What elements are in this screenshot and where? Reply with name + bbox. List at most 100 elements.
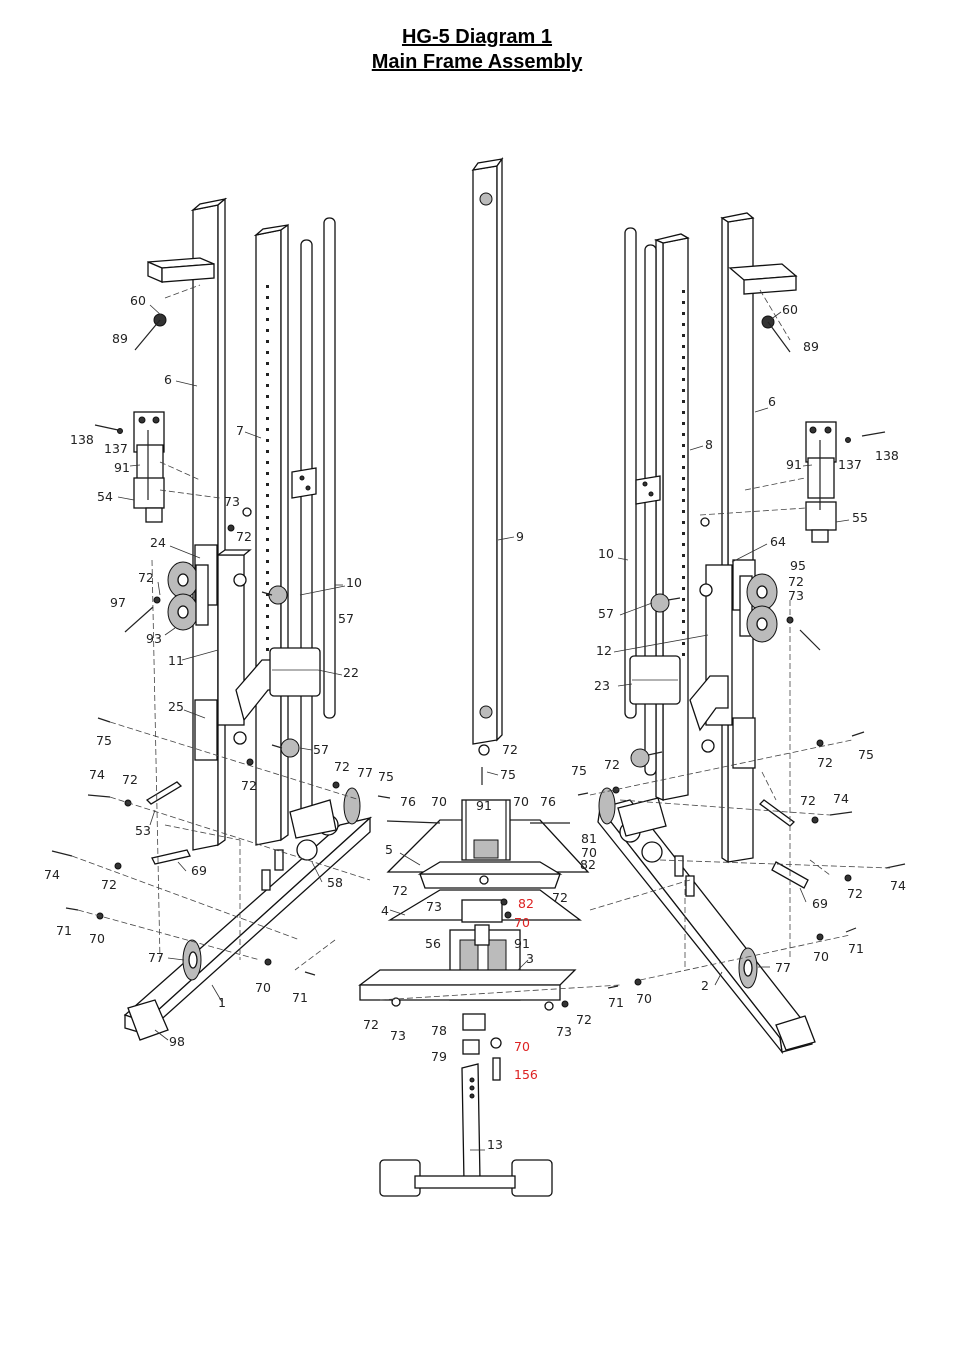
part-label-l70h: 70: [813, 949, 829, 964]
adjust-hole: [266, 637, 269, 640]
right-hardware: [577, 315, 906, 989]
adjust-hole: [266, 505, 269, 508]
part-label-l57c: 57: [598, 606, 614, 621]
right-pulley-95: [739, 573, 778, 643]
part-label-l7: 7: [236, 423, 244, 438]
part-label-l76a: 76: [400, 794, 416, 809]
part-label-l138b: 138: [875, 448, 899, 463]
adjust-hole: [682, 554, 685, 557]
part-label-l60a: 60: [130, 293, 146, 308]
adjust-hole: [266, 615, 269, 618]
part-label-l73b: 73: [426, 899, 442, 914]
part-label-l72a: 72: [236, 529, 252, 544]
part-label-l53: 53: [135, 823, 151, 838]
part-label-l77b: 77: [148, 950, 164, 965]
part-label-l64: 64: [770, 534, 786, 549]
center-crossbar-5: [417, 861, 563, 889]
adjust-hole: [266, 318, 269, 321]
adjust-hole: [682, 499, 685, 502]
part-label-l156: 156: [514, 1067, 538, 1082]
left-pulley-93: [167, 561, 209, 631]
left-hardware: [51, 313, 391, 976]
part-label-l75b: 75: [378, 769, 394, 784]
adjust-hole: [682, 422, 685, 425]
part-label-l70f: 70: [514, 1039, 530, 1054]
part-label-l75e: 75: [571, 763, 587, 778]
adjust-hole: [266, 648, 269, 651]
adjust-hole: [266, 384, 269, 387]
part-label-l22: 22: [343, 665, 359, 680]
part-label-l89a: 89: [112, 331, 128, 346]
adjust-hole: [682, 521, 685, 524]
part-label-l69a: 69: [191, 863, 207, 878]
adjust-hole: [682, 334, 685, 337]
part-label-l71b: 71: [292, 990, 308, 1005]
left-plates: [145, 781, 191, 865]
adjust-hole: [266, 439, 269, 442]
part-label-l13: 13: [487, 1137, 503, 1152]
part-label-l72h: 72: [392, 883, 408, 898]
center-foot-13: [379, 1013, 553, 1197]
part-label-l70i: 70: [636, 991, 652, 1006]
part-label-l75a: 75: [96, 733, 112, 748]
adjust-hole: [266, 307, 269, 310]
adjust-hole: [682, 444, 685, 447]
part-label-l56: 56: [425, 936, 441, 951]
part-label-l23: 23: [594, 678, 610, 693]
adjust-hole: [682, 653, 685, 656]
part-label-l91d: 91: [786, 457, 802, 472]
adjust-hole: [682, 631, 685, 634]
part-label-l2: 2: [701, 978, 709, 993]
adjust-hole: [266, 362, 269, 365]
adjust-hole: [682, 389, 685, 392]
part-label-l91b: 91: [476, 798, 492, 813]
part-label-l72e: 72: [241, 778, 257, 793]
adjust-hole: [682, 598, 685, 601]
part-label-l70d: 70: [513, 794, 529, 809]
part-label-l78: 78: [431, 1023, 447, 1038]
part-label-l1: 1: [218, 995, 226, 1010]
adjust-hole: [266, 527, 269, 530]
part-label-l73c: 73: [390, 1028, 406, 1043]
part-label-l24: 24: [150, 535, 166, 550]
adjust-hole: [266, 549, 269, 552]
part-label-l69b: 69: [812, 896, 828, 911]
part-label-l10b: 10: [598, 546, 614, 561]
part-label-l72b: 72: [138, 570, 154, 585]
part-label-l82b: 82: [580, 857, 596, 872]
part-label-l89b: 89: [803, 339, 819, 354]
part-label-l6b: 6: [768, 394, 776, 409]
left-base-1: [123, 787, 373, 1041]
part-label-l138a: 138: [70, 432, 94, 447]
left-upright-6: [147, 197, 228, 851]
adjust-hole: [266, 560, 269, 563]
adjust-hole: [682, 477, 685, 480]
part-label-l91c: 91: [514, 936, 530, 951]
part-label-l72o: 72: [800, 793, 816, 808]
part-label-l60b: 60: [782, 302, 798, 317]
adjust-hole: [266, 340, 269, 343]
right-bracket-55: [805, 421, 837, 543]
part-label-l70c: 70: [431, 794, 447, 809]
left-bracket-54: [133, 411, 165, 523]
adjust-hole: [266, 494, 269, 497]
adjust-hole: [682, 323, 685, 326]
part-label-l12: 12: [596, 643, 612, 658]
part-label-l72d: 72: [334, 759, 350, 774]
center-crossbar-3: [358, 969, 577, 1011]
adjust-hole: [682, 301, 685, 304]
adjust-hole: [266, 285, 269, 288]
adjust-hole: [682, 345, 685, 348]
part-label-l73a: 73: [224, 494, 240, 509]
adjust-hole: [682, 455, 685, 458]
part-label-l71a: 71: [56, 923, 72, 938]
part-label-l74d: 74: [890, 878, 906, 893]
part-label-l137b: 137: [838, 457, 862, 472]
adjust-hole: [682, 466, 685, 469]
part-label-l74a: 74: [89, 767, 105, 782]
part-label-l72l: 72: [788, 574, 804, 589]
diagram-subtitle: Main Frame Assembly: [371, 51, 583, 73]
part-label-l137a: 137: [104, 441, 128, 456]
adjust-hole: [266, 604, 269, 607]
center-column-9: [471, 156, 504, 785]
